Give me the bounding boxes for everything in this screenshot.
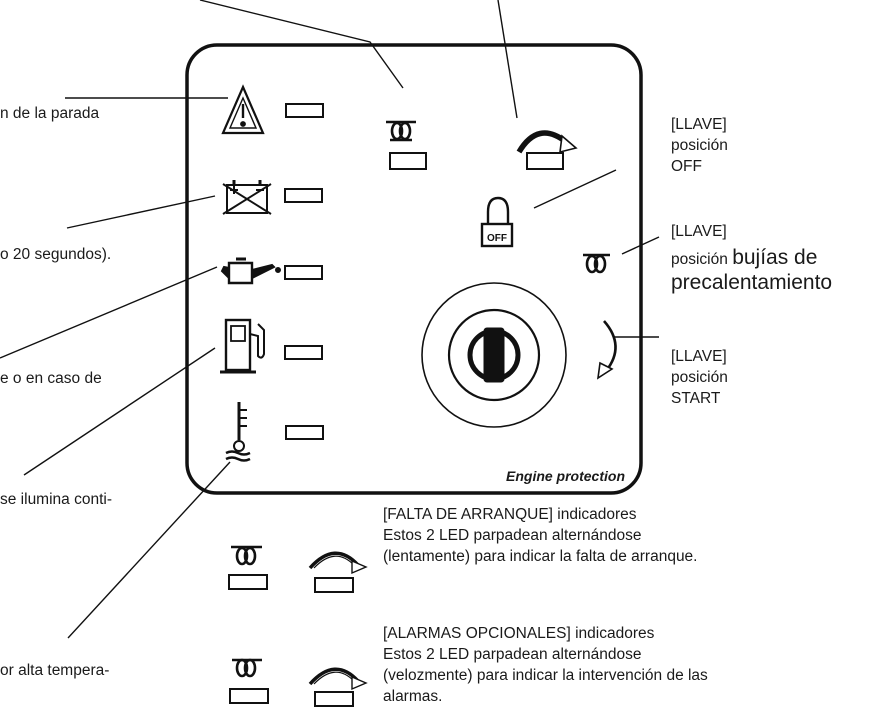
padlock-off-text: OFF (487, 233, 507, 244)
label-start-2: posición (671, 369, 728, 386)
glow-position-icon (583, 253, 610, 274)
led-bottom-crank-1 (314, 577, 354, 593)
label-fuel: se ilumina conti- (0, 491, 112, 508)
note-fail-1: [FALTA DE ARRANQUE] indicadores (383, 506, 637, 523)
oil-can-icon (220, 257, 281, 285)
crank-arrow-icon-bottom-1 (308, 551, 368, 575)
led-fuel (284, 345, 323, 360)
note-alarm-4: alarmas. (383, 688, 443, 705)
leader-glow (199, 0, 404, 89)
padlock-icon (480, 196, 514, 248)
glow-plug-icon-bottom-1 (231, 545, 262, 566)
led-battery (284, 188, 323, 203)
label-battery: o 20 segundos). (0, 246, 112, 263)
label-temp: or alta tempera- (0, 662, 110, 679)
leader-crank (497, 0, 518, 119)
label-start-1: [LLAVE] (671, 348, 727, 365)
led-bottom-glow-1 (228, 574, 268, 590)
label-glow-2: posición bujías de (671, 245, 817, 270)
label-glow-1: [LLAVE] (671, 223, 727, 240)
note-fail-2: Estos 2 LED parpadean alternándose (383, 527, 642, 544)
glow-plug-icon-bottom-2 (232, 658, 262, 678)
label-start-3: START (671, 390, 721, 407)
label-glow-3: precalentamiento (671, 271, 833, 294)
note-alarm-3: (velozmente) para indicar la intervenció… (383, 667, 708, 684)
glow-plug-icon (386, 120, 416, 142)
label-glow-2b: bujías de (732, 246, 818, 269)
label-oil: e o en caso de (0, 370, 102, 387)
led-stop (285, 103, 324, 118)
note-alarm-1: [ALARMAS OPCIONALES] indicadores (383, 625, 655, 642)
led-oil (284, 265, 323, 280)
leader-oil (0, 266, 218, 359)
label-off-1: [LLAVE] (671, 116, 727, 133)
led-bottom-crank-2 (314, 691, 354, 707)
panel-caption: Engine protection (506, 468, 625, 484)
leader-lines (0, 0, 660, 639)
crank-arrow-icon-bottom-2 (308, 667, 368, 691)
key-switch-icon (421, 282, 567, 428)
leader-temp (67, 461, 231, 639)
led-bottom-glow-2 (229, 688, 269, 704)
warning-triangle-icon (221, 84, 265, 135)
thermometer-icon (225, 402, 251, 462)
led-glow (389, 152, 427, 170)
label-stop: n de la parada (0, 105, 100, 122)
leader-battery (66, 195, 216, 229)
start-arrow-icon (596, 320, 617, 380)
panel-frame (185, 43, 643, 495)
label-off-3: OFF (671, 158, 702, 175)
led-crank (526, 152, 564, 170)
battery-icon (222, 180, 272, 215)
note-alarm-2: Estos 2 LED parpadean alternándose (383, 646, 642, 663)
leader-off (533, 169, 617, 209)
label-glow-2a: posición (671, 251, 728, 268)
note-fail-3: (lentamente) para indicar la falta de ar… (383, 548, 698, 565)
fuel-pump-icon (220, 318, 265, 374)
led-temp (285, 425, 324, 440)
leader-fuel (23, 347, 216, 476)
crank-arrow-icon (516, 130, 578, 154)
label-off-2: posición (671, 137, 728, 154)
